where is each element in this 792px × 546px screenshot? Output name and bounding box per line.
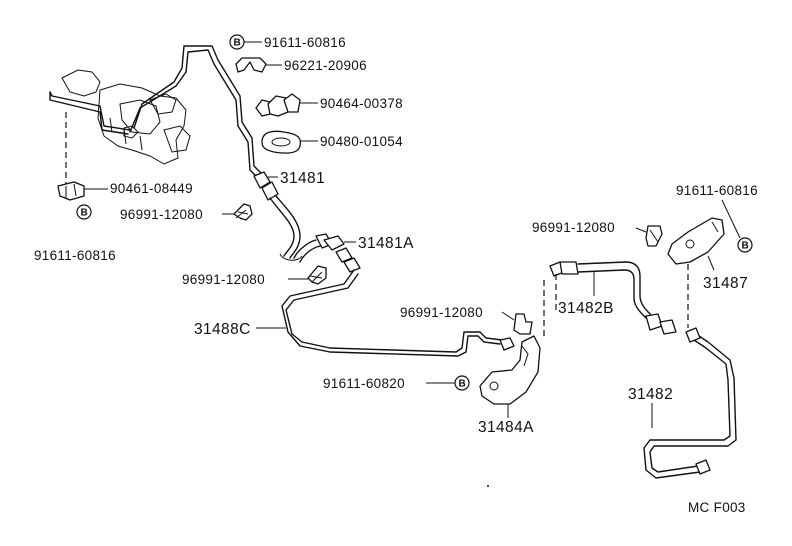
tube-31488C-nut — [499, 337, 515, 351]
clip-96221-icon — [235, 57, 267, 73]
label-96991-12080-d: 96991-12080 — [532, 220, 615, 235]
label-91611-60816-left: 91611-60816 — [34, 248, 116, 263]
b-marker-right-icon: B — [737, 237, 753, 253]
label-91611-60820: 91611-60820 — [323, 376, 405, 391]
bracket-31484A-icon — [479, 335, 541, 405]
tube-31482-nut-top — [685, 327, 701, 343]
svg-text:B: B — [234, 38, 241, 49]
label-31482B: 31482B — [558, 300, 614, 317]
label-90480-01054: 90480-01054 — [320, 134, 403, 149]
label-90464-00378: 90464-00378 — [320, 96, 403, 111]
clamp-90464-icon — [255, 93, 301, 117]
tube-31482 — [643, 333, 737, 479]
bracket-31487-icon — [667, 217, 725, 265]
mc-fitting — [123, 125, 139, 139]
label-96991-12080-b: 96991-12080 — [182, 272, 265, 287]
grommet-90480-icon — [261, 130, 302, 154]
svg-text:B: B — [459, 379, 466, 390]
b-marker-middle-icon: B — [454, 375, 470, 391]
union-31481A-icon — [293, 233, 361, 273]
clip-96991-b-icon — [307, 265, 327, 285]
label-31482: 31482 — [628, 386, 673, 403]
clip-96991-d-icon — [645, 225, 663, 247]
b-marker-top-icon: B — [229, 34, 245, 50]
clip-96991-c-icon — [513, 313, 533, 335]
label-90461-08449: 90461-08449 — [110, 181, 193, 196]
label-91611-60816-right: 91611-60816 — [676, 183, 758, 198]
label-31481A: 31481A — [358, 235, 414, 252]
hose-31481-icon — [253, 171, 303, 261]
svg-text:B: B — [742, 241, 749, 252]
label-31481: 31481 — [280, 170, 325, 187]
label-31484A: 31484A — [478, 419, 534, 436]
clip-96991-a-icon — [233, 203, 253, 221]
svg-text:B: B — [81, 208, 88, 219]
tube-31482-nut-bottom — [695, 459, 711, 475]
figure-code: MC F003 — [688, 500, 746, 515]
front-brake-tube — [49, 45, 263, 179]
hose-31482B-icon — [549, 261, 677, 335]
stray-dot — [487, 485, 489, 487]
label-96991-12080-a: 96991-12080 — [120, 207, 203, 222]
tube-31488C — [281, 269, 503, 357]
label-96991-12080-c: 96991-12080 — [400, 305, 483, 320]
label-31487: 31487 — [703, 275, 748, 292]
label-91611-60816-top: 91611-60816 — [264, 35, 346, 50]
clip-90461-icon — [57, 181, 85, 201]
label-31488C: 31488C — [194, 321, 251, 338]
label-96221-20906: 96221-20906 — [284, 58, 367, 73]
b-marker-left-icon: B — [76, 204, 92, 220]
